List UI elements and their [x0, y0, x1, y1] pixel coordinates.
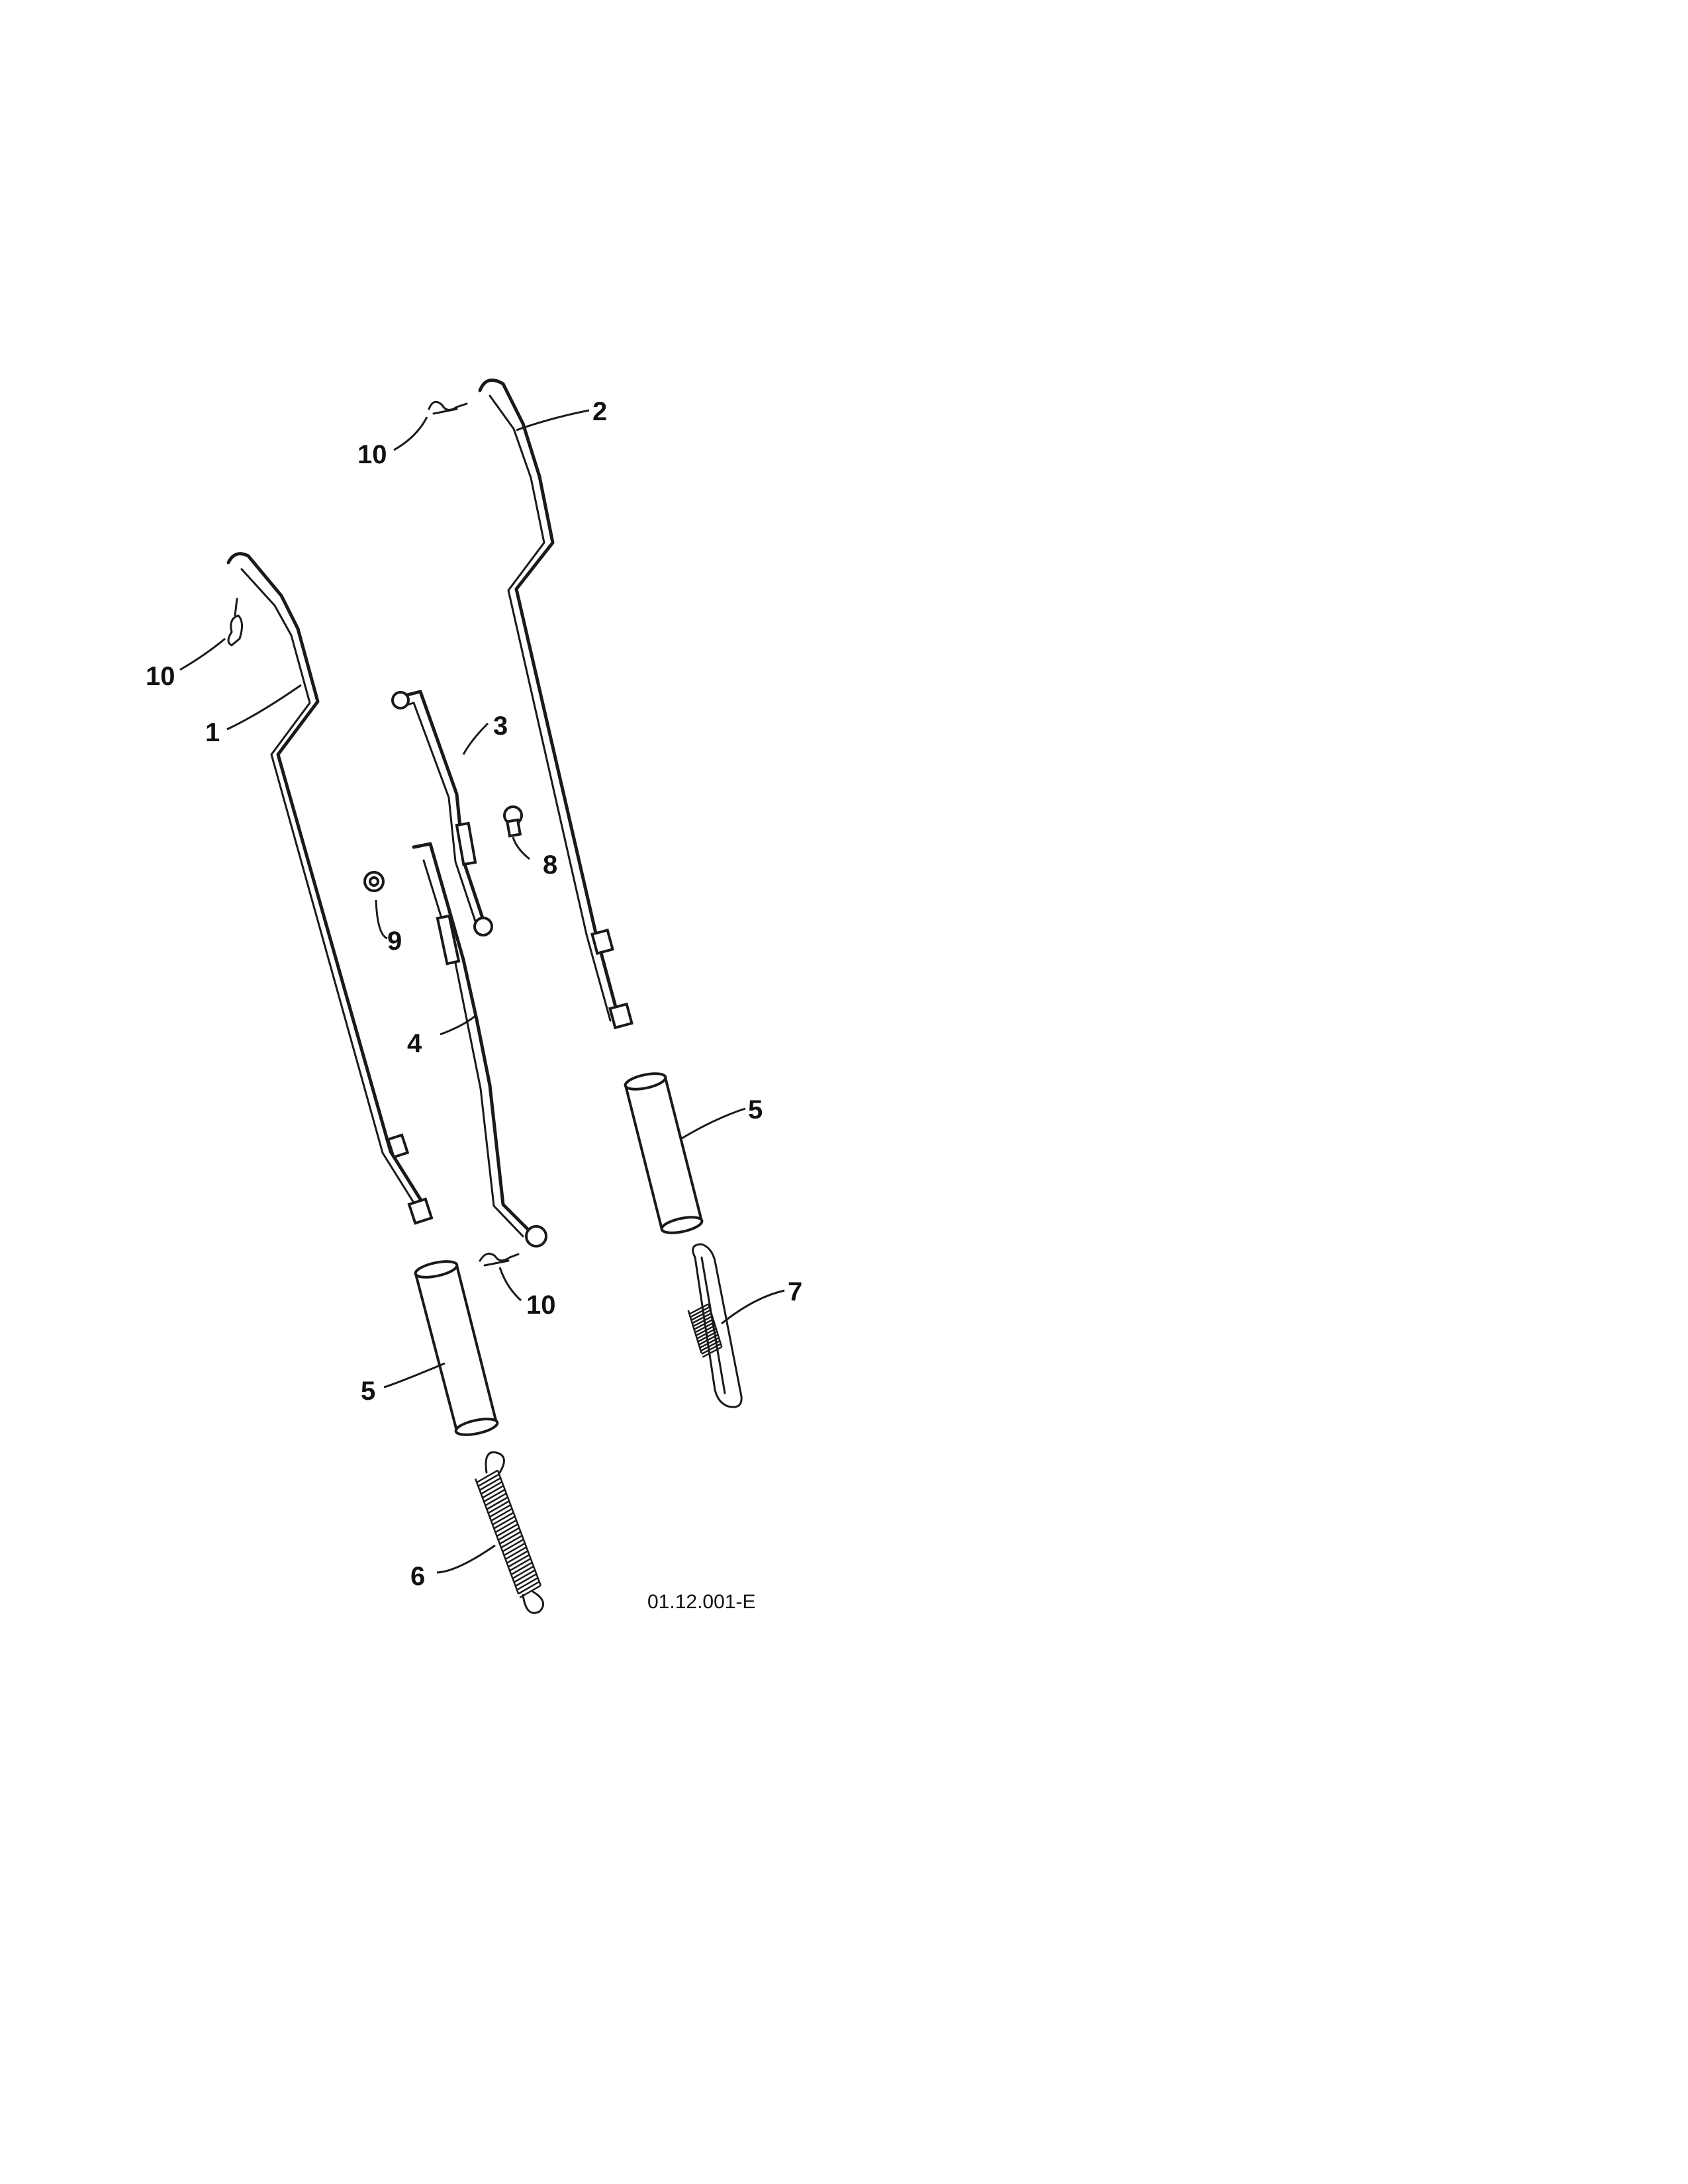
callout-9: 9: [387, 927, 402, 956]
callout-10-top: 10: [357, 440, 387, 469]
spring-coil-turn: [694, 1318, 714, 1330]
spring-coil-turn: [510, 1561, 533, 1576]
spring-coil-turn: [688, 1303, 709, 1315]
part-3-bracket: [391, 690, 493, 936]
spring-coil-turn: [481, 1481, 502, 1495]
spring-coil-turn: [702, 1346, 722, 1358]
spring-coil-turn: [506, 1550, 528, 1564]
callout-5-left: 5: [361, 1377, 375, 1406]
spring-coil-turn: [699, 1337, 720, 1349]
part-10-clip-bottom: [479, 1252, 520, 1267]
callout-10-mid: 10: [146, 662, 175, 691]
spring-coil-turn: [509, 1558, 532, 1572]
part-9-nut: [363, 871, 385, 892]
spring-coil-turn: [513, 1569, 536, 1583]
spring-coil-turn: [515, 1573, 537, 1587]
spring-coil-turn: [485, 1492, 507, 1506]
part-10-clip-mid: [227, 598, 243, 647]
spring-outline: [687, 1303, 723, 1354]
spring-coil-turn: [694, 1322, 715, 1334]
spring-coil-turn: [489, 1504, 511, 1518]
spring-coil-turn: [696, 1328, 717, 1340]
callout-5-right: 5: [748, 1095, 763, 1124]
spring-coil-turn: [476, 1469, 498, 1484]
spring-coil-turn: [498, 1527, 520, 1541]
spring-coil-turn: [493, 1516, 516, 1529]
callout-4: 4: [407, 1029, 422, 1058]
spring-coil-turn: [491, 1508, 513, 1522]
callout-6: 6: [410, 1562, 425, 1591]
callouts: 1 2 3 4 5 5 6 7 8 9 10 10 10: [146, 397, 802, 1591]
spring-coil-turn: [503, 1542, 526, 1557]
callout-10-bottom: 10: [526, 1291, 556, 1320]
spring-outline: [474, 1470, 542, 1594]
spring-coil-turn: [487, 1500, 510, 1514]
figure-code: 01.12.001-E: [647, 1591, 755, 1613]
spring-coil-turn: [695, 1324, 716, 1337]
spring-coil-turn: [486, 1496, 508, 1510]
callout-3: 3: [493, 711, 508, 741]
spring-coil-turn: [499, 1531, 522, 1545]
spring-coil-turn: [492, 1512, 514, 1525]
spring-coil-turn: [697, 1330, 718, 1343]
part-4-bracket: [412, 842, 547, 1248]
spring-coil-turn: [700, 1340, 721, 1352]
spring-coil-turn: [494, 1520, 517, 1533]
callout-8: 8: [543, 850, 557, 880]
leader-lines: [179, 409, 785, 1574]
spring-coil-turn: [477, 1473, 500, 1487]
part-7-spring: [687, 1243, 743, 1408]
part-1-rod: [226, 552, 434, 1225]
spring-coil-turn: [690, 1306, 710, 1318]
spring-coil-turn: [483, 1488, 506, 1503]
spring-coil-turn: [500, 1535, 523, 1549]
spring-coil-turn: [496, 1523, 518, 1537]
part-2-rod: [478, 378, 633, 1030]
part-10-clip-top: [428, 400, 468, 415]
spring-coil-turn: [701, 1343, 722, 1355]
spring-coil-turn: [502, 1539, 524, 1553]
part-5-sleeve-right: [624, 1072, 704, 1234]
spring-coil-turn: [692, 1315, 713, 1328]
spring-coil-turn: [504, 1546, 527, 1561]
callout-7: 7: [788, 1277, 802, 1306]
callout-1: 1: [205, 718, 220, 747]
spring-coil-turn: [518, 1580, 540, 1595]
spring-coil-turn: [482, 1484, 504, 1499]
part-6-spring: [474, 1451, 545, 1614]
part-5-sleeve-left: [414, 1260, 499, 1436]
spring-coil-turn: [516, 1577, 539, 1591]
spring-coil-turn: [479, 1477, 501, 1491]
spring-coil-turn: [690, 1309, 711, 1321]
spring-coil-turn: [508, 1554, 530, 1568]
spring-coil-turn: [692, 1312, 712, 1324]
part-8-bolt: [503, 805, 523, 838]
spring-coil-turn: [519, 1584, 541, 1599]
spring-coil-turn: [698, 1334, 719, 1345]
spring-coil-turn: [512, 1565, 534, 1580]
callout-2: 2: [592, 397, 607, 426]
